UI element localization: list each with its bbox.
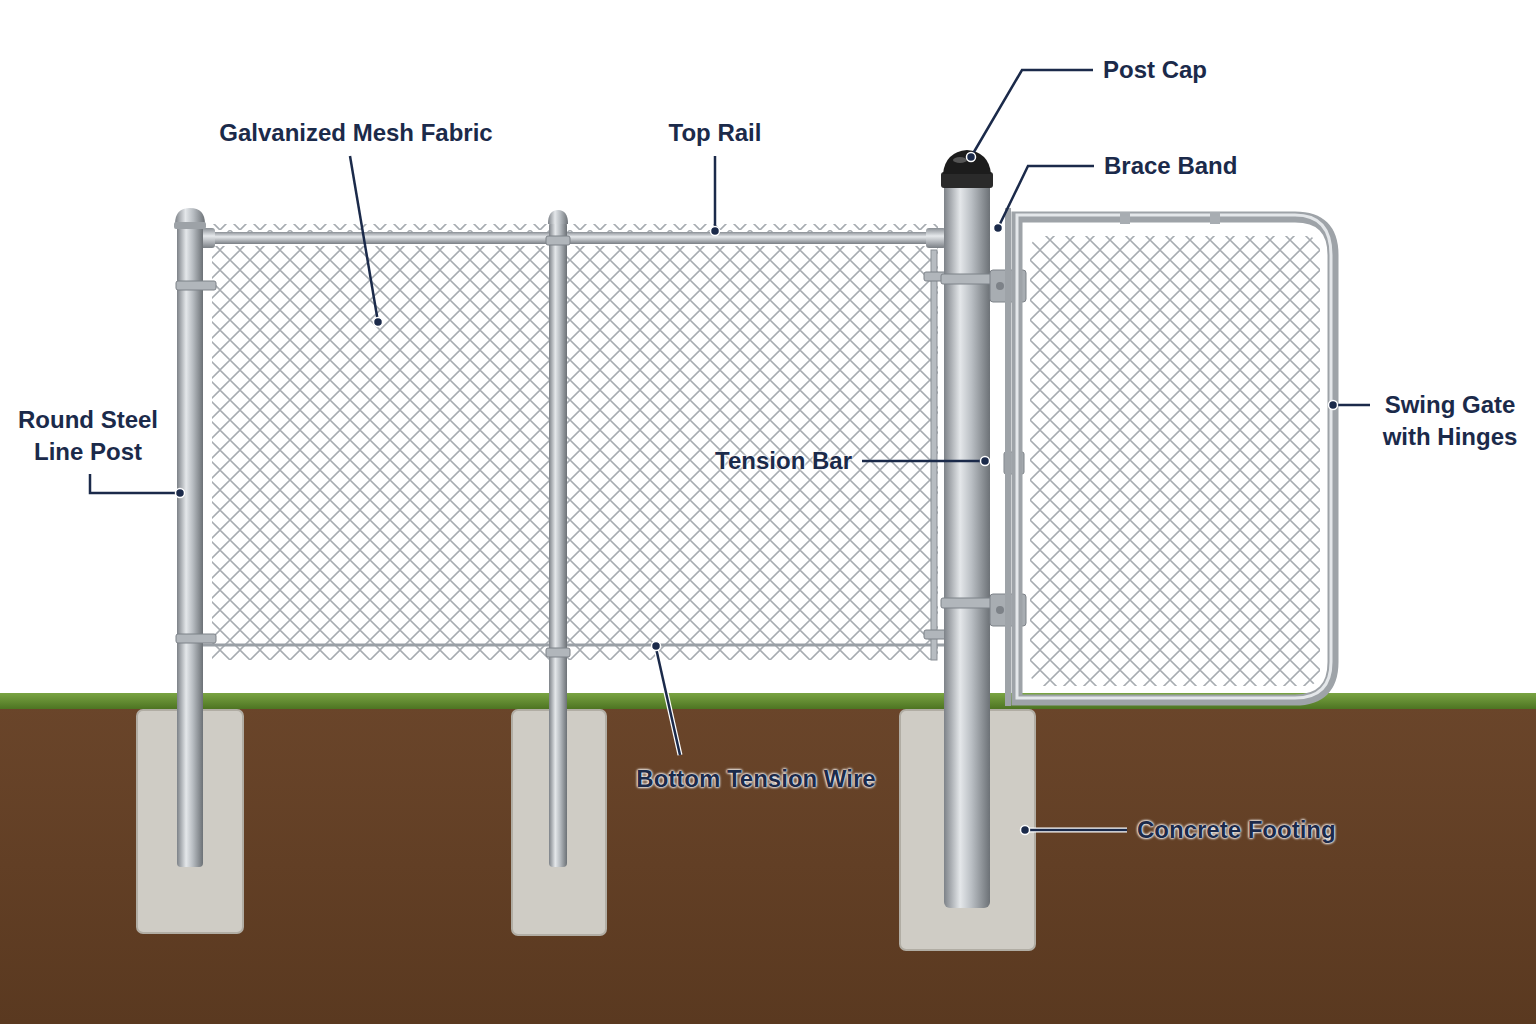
tension-wire [203,644,944,647]
leader-dot [176,489,185,498]
leader-dot [374,318,383,327]
part-label: Galvanized Mesh Fabric [219,117,492,149]
leader-line [350,156,378,322]
gate-post [944,178,990,908]
gate-fitting [1120,212,1130,224]
rail-end [926,228,946,248]
top-rail [203,232,944,244]
part-label: Bottom Tension Wire [636,763,875,795]
post-cap [943,150,991,174]
leader-dot [994,224,1003,233]
leader-line [1333,404,1370,407]
leader-dot [981,457,990,466]
leader-line [1027,829,1127,832]
leader-dot [1329,401,1338,410]
soil [0,704,1536,1024]
leader-dot [652,642,661,651]
part-label: Round Steel Line Post [8,404,168,468]
gate-frame [1017,217,1333,700]
hinge-band [941,274,993,284]
tension-band [924,630,946,639]
post-cap [175,208,205,224]
leader-line [714,156,717,230]
mesh-knuckles [212,650,938,660]
leader-lines [656,648,1127,830]
leader-dot [967,153,976,162]
gate-mesh [1030,236,1320,686]
bolt [996,606,1004,614]
part-label: Brace Band [1104,150,1237,182]
leader-halo [656,648,1127,830]
gate-fitting [1210,212,1220,224]
gate-frame [1005,208,1011,706]
leader-line [971,70,1093,157]
leader-line [862,460,984,463]
part-label: Post Cap [1103,54,1207,86]
leader-line [656,648,680,755]
post-cap [941,172,993,188]
brace-band [176,634,216,643]
leader-line [90,474,180,493]
hinge-band [941,598,993,608]
part-label: Concrete Footing [1137,814,1336,846]
part-label: Top Rail [669,117,762,149]
part-label: Tension Bar [715,445,852,477]
line-post [549,222,567,867]
post-cap [548,210,568,224]
brace-band [176,281,216,290]
bolt [996,282,1004,290]
leader-dot [1021,826,1030,835]
part-label: Swing Gate with Hinges [1375,389,1525,453]
gate-frame-highlight [1017,215,1331,698]
leader-line [998,166,1094,228]
wire-tie [546,648,570,657]
leader-halo [656,648,680,755]
line-post [177,222,203,867]
leader-dot [711,227,720,236]
mesh-fabric [212,246,938,650]
leader-dots [176,153,1338,835]
cap-highlight [953,157,967,163]
post-cap-band [174,222,206,229]
wire-tie [546,236,570,245]
tension-bar [931,250,937,660]
leader-halo [1027,828,1127,833]
leader-lines [90,70,1370,493]
